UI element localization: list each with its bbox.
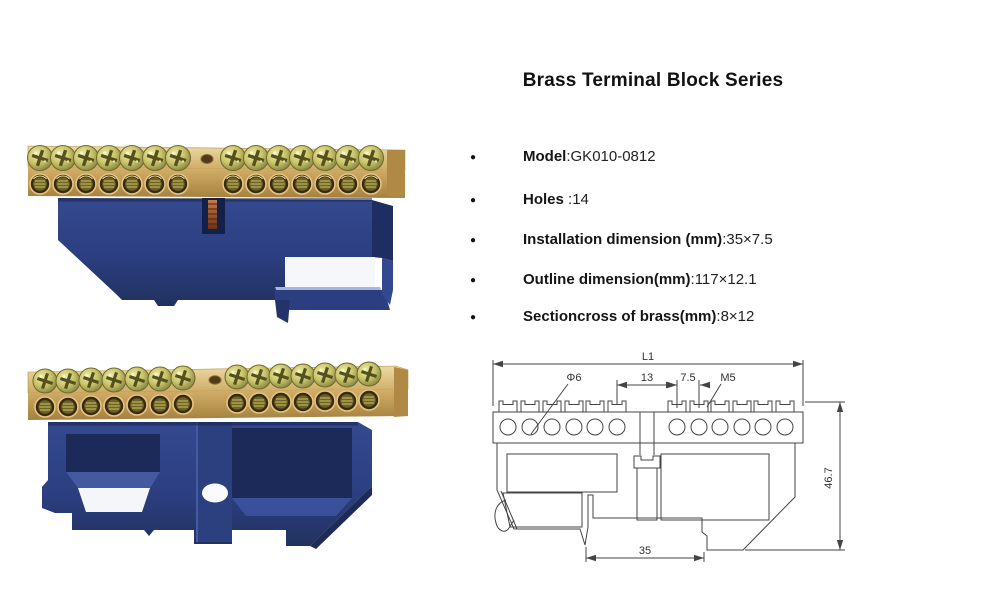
bullet-icon: ● bbox=[470, 312, 477, 323]
page-title: Brass Terminal Block Series bbox=[522, 70, 784, 91]
spec-label: Outline dimension(mm) bbox=[523, 271, 691, 288]
leader-phi6 bbox=[530, 383, 569, 435]
product-photo-underside-view bbox=[18, 356, 418, 568]
drawing-screw-heads bbox=[498, 400, 795, 413]
bar-end-face bbox=[394, 367, 408, 417]
din-clip-foot bbox=[275, 300, 290, 323]
right-window-bottom-wall bbox=[232, 498, 352, 516]
left-window-opening bbox=[66, 434, 160, 472]
copper-screw-threads bbox=[208, 203, 217, 225]
bullet-icon: ● bbox=[470, 275, 477, 286]
spec-list: ●Model:GK010-0812 ●Holes :14 ●Installati… bbox=[468, 146, 948, 328]
mounting-base bbox=[58, 198, 393, 323]
dim-label-m5: M5 bbox=[720, 372, 735, 384]
base-right-side-face bbox=[372, 200, 393, 261]
left-window-see-through bbox=[78, 488, 150, 512]
bullet-icon: ● bbox=[470, 152, 477, 163]
brass-bar bbox=[27, 360, 409, 420]
spec-label: Installation dimension (mm) bbox=[523, 231, 723, 248]
drawing-left-window bbox=[506, 453, 618, 493]
spec-separator: : bbox=[722, 231, 727, 248]
center-post-hole bbox=[202, 483, 228, 503]
spec-label: Model bbox=[523, 148, 567, 165]
dim-label-35: 35 bbox=[639, 545, 651, 557]
din-clip-window bbox=[285, 257, 375, 287]
base-diagonal-side-face bbox=[310, 486, 372, 549]
center-fixing-hole bbox=[208, 375, 222, 385]
dim-label-L1: L1 bbox=[642, 351, 654, 363]
spec-value: GK010-0812 bbox=[570, 148, 656, 165]
dim-label-phi6: Φ6 bbox=[567, 372, 582, 384]
spec-item-installation-dimension: ● Installation dimension (mm):35×7.5 bbox=[468, 229, 948, 251]
drawing-din-hook bbox=[494, 499, 515, 532]
base-top-shadow bbox=[48, 422, 358, 426]
bullet-icon: ● bbox=[470, 195, 477, 206]
drawing-center-post bbox=[636, 467, 658, 521]
spec-label: Holes bbox=[523, 191, 564, 208]
product-photo-side-view-svg bbox=[25, 143, 406, 323]
spec-item-section-cross: ● Sectioncross of brass(mm):8×12 bbox=[468, 306, 948, 328]
left-window-bottom-wall bbox=[66, 472, 160, 488]
drawing-right-window bbox=[660, 453, 770, 521]
spec-value: 8×12 bbox=[720, 308, 755, 325]
dim-13-extensions bbox=[616, 380, 700, 408]
drawing-lower-left-window bbox=[502, 492, 583, 528]
spec-label: Sectioncross of brass(mm) bbox=[523, 308, 717, 325]
bar-front-face bbox=[28, 389, 408, 420]
technical-drawing-svg: L1 Φ6 13 7.5 M5 46.7 35 bbox=[492, 351, 845, 562]
spec-item-model: ● Model:GK010-0812 bbox=[468, 146, 948, 168]
dim-L1-extensions bbox=[492, 360, 804, 406]
drawing-center-bracket bbox=[633, 455, 661, 469]
mounting-base bbox=[42, 422, 372, 549]
dim-label-13: 13 bbox=[641, 372, 653, 384]
spec-separator: : bbox=[716, 308, 721, 325]
base-front-face bbox=[58, 198, 372, 306]
leader-m5 bbox=[706, 383, 722, 408]
center-post bbox=[196, 422, 232, 542]
spec-separator: : bbox=[690, 271, 695, 288]
spec-value: 35×7.5 bbox=[726, 231, 773, 248]
spec-separator: : bbox=[566, 148, 571, 165]
dim-label-7-5: 7.5 bbox=[680, 372, 695, 384]
drawing-base-outline bbox=[496, 442, 796, 551]
spec-item-outline-dimension: ● Outline dimension(mm):117×12.1 bbox=[468, 269, 948, 291]
spec-separator: : bbox=[563, 191, 573, 208]
spec-value: 117×12.1 bbox=[694, 271, 757, 288]
din-clip-arm bbox=[275, 290, 390, 310]
drawing-terminal-holes bbox=[499, 418, 794, 436]
drawing-brass-bar bbox=[492, 411, 804, 444]
product-photo-side-view bbox=[18, 134, 443, 339]
brass-bar bbox=[25, 143, 406, 198]
spec-item-holes: ● Holes :14 bbox=[468, 189, 948, 211]
technical-drawing: L1 Φ6 13 7.5 M5 46.7 35 bbox=[483, 350, 885, 595]
product-photo-underside-view-svg bbox=[27, 360, 409, 549]
drawing-center-channel bbox=[639, 412, 655, 455]
spec-value: 14 bbox=[572, 191, 589, 208]
bullet-icon: ● bbox=[470, 235, 477, 246]
right-window-opening bbox=[232, 428, 352, 498]
din-clip-right-end bbox=[382, 258, 393, 305]
center-fixing-hole bbox=[200, 154, 214, 164]
dim-label-46-7: 46.7 bbox=[823, 467, 835, 488]
bar-end-face bbox=[387, 150, 405, 198]
